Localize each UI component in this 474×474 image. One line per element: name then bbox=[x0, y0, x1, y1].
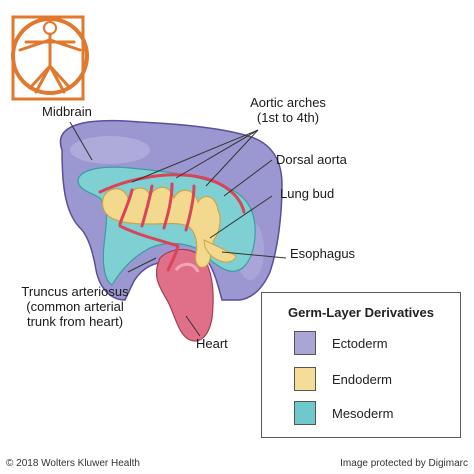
leader-lines bbox=[69, 121, 287, 337]
label-lung-bud: Lung bud bbox=[280, 186, 335, 201]
digimarc-text: Image protected by Digimarc bbox=[340, 458, 468, 469]
label-aortic-arches: Aortic arches (1st to 4th) bbox=[238, 95, 338, 125]
label-truncus-arteriosus: Truncus arteriosus (common arterial trun… bbox=[4, 284, 146, 329]
legend-box: Germ-Layer Derivatives Ectoderm Endoderm… bbox=[261, 292, 461, 438]
aortic-vessels bbox=[98, 173, 246, 272]
label-truncus-line3: trunk from heart) bbox=[26, 314, 124, 329]
ectoderm-swatch bbox=[294, 331, 316, 355]
label-esophagus: Esophagus bbox=[290, 246, 356, 261]
label-aortic-arches-line1: Aortic arches bbox=[250, 95, 326, 110]
mesoderm-swatch bbox=[294, 401, 316, 425]
label-truncus-line2: (common arterial bbox=[26, 299, 124, 314]
legend-title: Germ-Layer Derivatives bbox=[288, 305, 434, 320]
legend-label-mesoderm: Mesoderm bbox=[332, 406, 394, 421]
label-dorsal-aorta: Dorsal aorta bbox=[276, 152, 347, 167]
label-heart: Heart bbox=[196, 336, 228, 351]
endoderm-swatch bbox=[294, 367, 316, 391]
label-truncus-line1: Truncus arteriosus bbox=[21, 284, 129, 299]
label-midbrain: Midbrain bbox=[42, 104, 92, 119]
copyright-text: © 2018 Wolters Kluwer Health bbox=[6, 458, 140, 469]
esophagus-tube bbox=[203, 239, 237, 263]
legend-label-ectoderm: Ectoderm bbox=[332, 336, 388, 351]
label-aortic-arches-line2: (1st to 4th) bbox=[256, 110, 320, 125]
vitruvian-logo bbox=[11, 15, 89, 101]
legend-label-endoderm: Endoderm bbox=[332, 372, 392, 387]
